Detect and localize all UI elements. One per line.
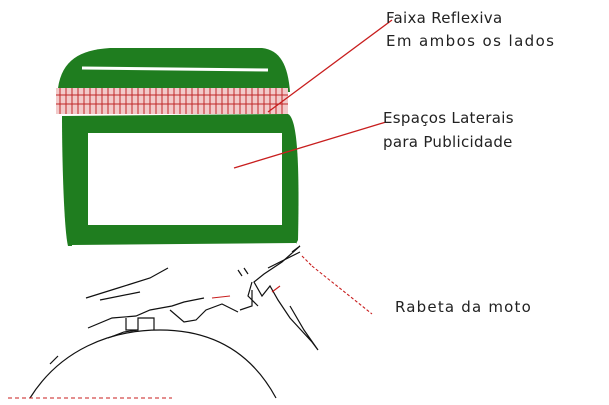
label-motorcycle-tail: Rabeta da moto	[395, 298, 533, 316]
leader-line-tail	[301, 255, 373, 315]
label-reflective-strip-line2: Em ambos os lados	[386, 32, 556, 50]
reflective-strip	[56, 88, 288, 114]
label-side-spaces-line1: Espaços Laterais	[383, 109, 514, 127]
motorcycle-red-details	[8, 285, 281, 399]
leader-line-reflective	[267, 19, 393, 113]
lid-white-stripe	[81, 66, 269, 72]
label-side-spaces-line2: para Publicidade	[383, 133, 513, 151]
leader-line-side-spaces	[233, 121, 387, 169]
advertising-panel	[88, 133, 282, 225]
box-bottom-edge	[71, 243, 297, 247]
reflective-strip-hatching	[56, 88, 288, 114]
motorcycle-sketch	[29, 245, 319, 399]
label-reflective-strip-line1: Faixa Reflexiva	[386, 9, 503, 27]
